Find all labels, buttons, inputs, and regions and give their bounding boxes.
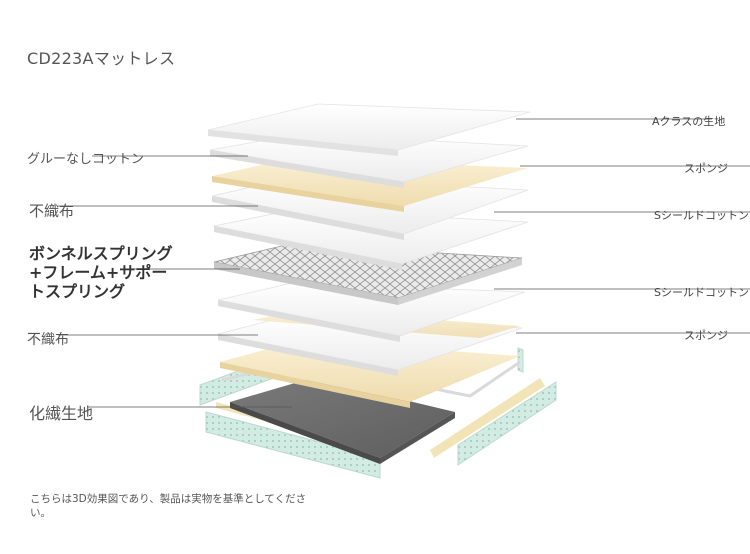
label-non-woven-top: 不織布 [29, 202, 75, 220]
disclaimer-note: こちらは3D効果図であり、製品は実物を基準としてください。 [30, 493, 307, 519]
label-bonnell-spring: ボンネルスプリング +フレーム+サポートスプリング [29, 244, 173, 301]
leader-lines [58, 118, 750, 408]
white-layer-4 [217, 282, 526, 342]
label-synthetic-fabric: 化繊生地 [29, 404, 94, 423]
label-shield-cotton-top: Sシールドコットン [654, 209, 749, 222]
label-a-class-fabric: Aクラスの生地 [652, 115, 726, 128]
spring-layer [213, 243, 523, 305]
label-sponge-top: スポンジ [684, 162, 728, 175]
top-fabric-layer [207, 103, 531, 156]
page-title: CD223Aマットレス [27, 49, 176, 68]
white-layer-3 [213, 209, 529, 270]
side-panel-right [430, 347, 557, 466]
label-non-woven-bottom: 不織布 [27, 332, 69, 348]
sponge-layer-bottom [220, 340, 520, 408]
label-sponge-bottom: スポンジ [684, 329, 728, 342]
label-glue-free-cotton: グルーなしコットン [27, 152, 145, 167]
label-shield-cotton-bottom: Sシールドコットン [654, 286, 749, 299]
